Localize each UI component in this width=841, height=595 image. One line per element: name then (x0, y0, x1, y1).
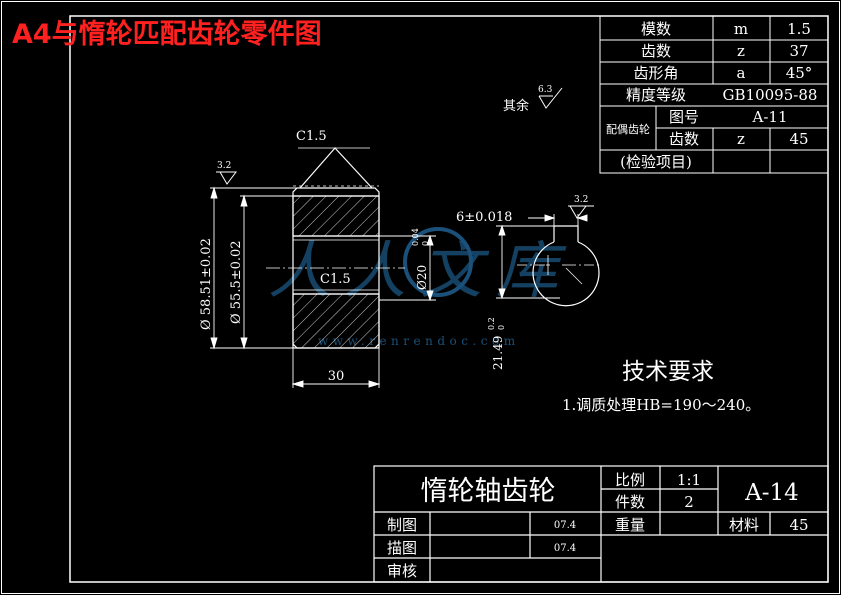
outer-dia-label: Ø 58.51±0.02 (199, 238, 214, 330)
material-value: 45 (789, 516, 808, 534)
outer-dia-dimension (210, 186, 297, 350)
param-symbol: a (737, 64, 746, 82)
roughness-left-value: 3.2 (217, 161, 231, 171)
qty-label: 件数 (615, 493, 645, 511)
mate-drawing-no-label: 图号 (669, 108, 699, 126)
chamfer-inner-label: C1.5 (320, 272, 351, 287)
param-symbol: z (737, 42, 745, 60)
keyway-view (517, 225, 600, 307)
qty-value: 2 (684, 493, 694, 511)
mate-teeth-symbol: z (737, 130, 745, 148)
drawing-number: A-14 (744, 480, 799, 506)
tech-req-item: 1.调质处理HB=190～240。 (562, 396, 760, 414)
checked-label: 审核 (387, 562, 417, 580)
gear-section-hatch-bottom (292, 293, 380, 349)
roughness-left-icon (216, 171, 237, 185)
params-table (599, 15, 829, 174)
key-depth-dimension (496, 224, 560, 300)
param-value: 45° (786, 64, 813, 82)
scale-label: 比例 (615, 471, 645, 489)
roughness-symbol-icon (538, 87, 563, 109)
key-tol-lower: 0 (497, 325, 506, 330)
roughness-other-value: 6.3 (538, 85, 553, 95)
width-label: 30 (328, 369, 345, 384)
param-symbol: m (734, 20, 748, 38)
pitch-dia-label: Ø 55.5±0.02 (229, 240, 244, 324)
roughness-other-label: 其余 (503, 98, 529, 114)
width-dimension (291, 348, 381, 388)
mate-group-label: 配偶齿轮 (606, 122, 650, 136)
title-block-text: 惰轮轴齿轮 比例 1:1 件数 2 A-14 重量 材料 45 制图 07.4 … (387, 471, 809, 580)
roughness-key-icon (568, 205, 594, 219)
weight-label: 重量 (615, 516, 645, 534)
param-label: 模数 (641, 20, 671, 38)
bore-tol-upper: 0.04 (411, 228, 420, 246)
gear-section (292, 147, 380, 349)
key-width-dimension (528, 214, 588, 226)
mate-drawing-no: A-11 (752, 108, 788, 126)
bore-dimension (379, 234, 436, 302)
title-block (373, 465, 829, 583)
traced-label: 描图 (387, 539, 417, 557)
key-width-label: 6±0.018 (456, 210, 512, 225)
param-value: GB10095-88 (723, 86, 818, 104)
part-name: 惰轮轴齿轮 (421, 476, 556, 507)
param-label: 齿数 (641, 42, 671, 60)
bore-label: Ø20 (415, 265, 429, 290)
param-label: 精度等级 (626, 86, 686, 104)
mate-teeth-value: 45 (789, 130, 808, 148)
gear-section-hatch-top (292, 195, 380, 237)
bore-tol-lower: 0 (421, 241, 430, 246)
key-depth-label: 21.49 (491, 336, 505, 370)
key-tol-upper: 0.2 (487, 317, 496, 330)
param-label: 齿形角 (633, 64, 678, 82)
drawn-date: 07.4 (554, 520, 576, 531)
pitch-dia-dimension (240, 194, 293, 350)
roughness-key-value: 3.2 (574, 195, 588, 205)
mate-teeth-label: 齿数 (669, 130, 699, 148)
tech-req-heading: 技术要求 (622, 359, 714, 385)
scale-value: 1:1 (677, 471, 701, 489)
chamfer-top-label: C1.5 (296, 129, 327, 144)
page-title: A4与惰轮匹配齿轮零件图 (12, 19, 322, 50)
param-value: 37 (789, 42, 808, 60)
param-value: 1.5 (787, 20, 811, 38)
inspection-label: (检验项目) (620, 153, 692, 171)
traced-date: 07.4 (554, 543, 576, 554)
material-label: 材料 (729, 516, 759, 534)
params-table-text: 模数 m 1.5 齿数 z 37 齿形角 a 45° 精度等级 GB10095-… (606, 20, 817, 171)
watermark-logo-ring (403, 227, 473, 297)
drawn-label: 制图 (387, 516, 417, 534)
